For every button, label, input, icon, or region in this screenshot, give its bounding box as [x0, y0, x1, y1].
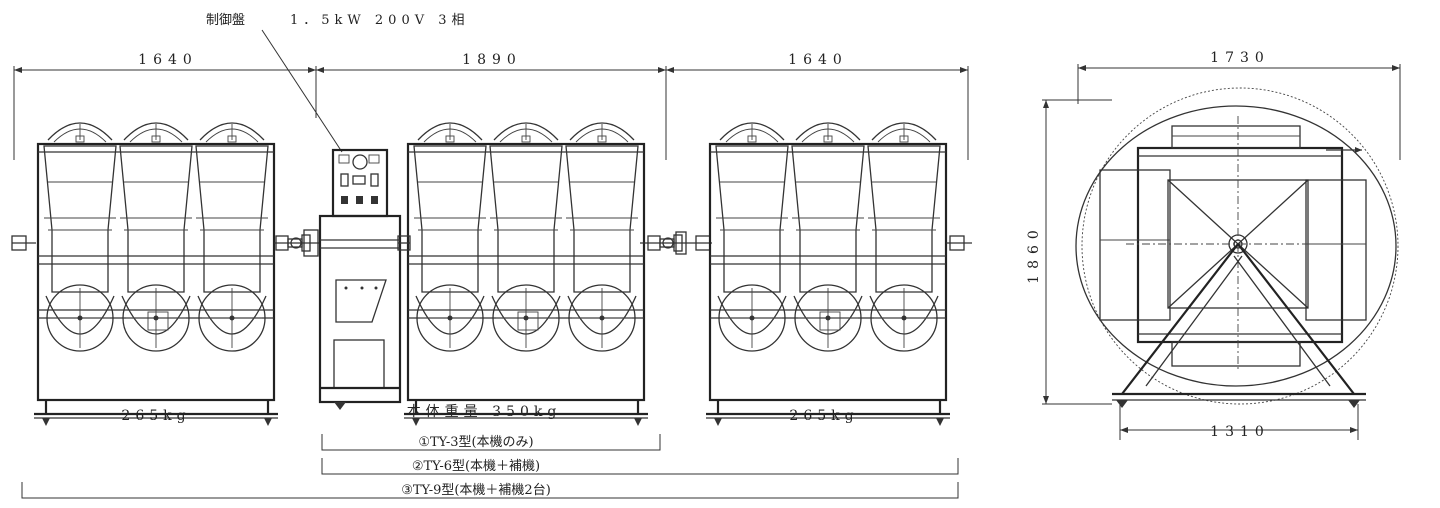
- control-panel: [331, 148, 389, 218]
- left-unit-weight: 265kg: [121, 408, 190, 424]
- side-view: [1075, 87, 1399, 408]
- svg-text:③TY-9型(本機＋補機2台): ③TY-9型(本機＋補機2台): [401, 483, 551, 498]
- main-tumbler-unit: [404, 123, 648, 426]
- svg-text:②TY-6型(本機＋補機): ②TY-6型(本機＋補機): [412, 459, 540, 474]
- right-unit-weight: 265kg: [789, 408, 858, 424]
- left-tumbler-unit: [34, 123, 278, 426]
- dimension-left-width: 1640: [138, 52, 198, 68]
- model-bracket-ty6: ②TY-6型(本機＋補機): [321, 458, 959, 475]
- right-shaft: [946, 235, 972, 251]
- right-tumbler-unit: [706, 123, 950, 426]
- dimension-main-width: 1890: [462, 52, 522, 68]
- main-drive-housing: [318, 214, 402, 410]
- control-panel-spec: 1．5kW 200V 3相: [290, 13, 470, 28]
- side-height-dimension: 1860: [1026, 224, 1042, 284]
- side-view-dimensions: [1042, 64, 1401, 440]
- front-top-dimension: [13, 66, 969, 160]
- left-shaft: [11, 229, 320, 257]
- svg-text:①TY-3型(本機のみ): ①TY-3型(本機のみ): [418, 435, 533, 450]
- main-unit-weight: 本体重量 350kg: [407, 404, 562, 420]
- control-panel-label: 制御盤: [206, 13, 245, 28]
- model-bracket-ty3: ①TY-3型(本機のみ): [321, 434, 661, 451]
- model-bracket-ty9: ③TY-9型(本機＋補機2台): [21, 482, 959, 499]
- middle-shaft: [397, 231, 712, 255]
- dimension-right-width: 1640: [788, 52, 848, 68]
- control-panel-leader: [261, 29, 343, 153]
- side-base-dimension: 1310: [1210, 424, 1270, 440]
- side-width-dimension: 1730: [1210, 50, 1270, 66]
